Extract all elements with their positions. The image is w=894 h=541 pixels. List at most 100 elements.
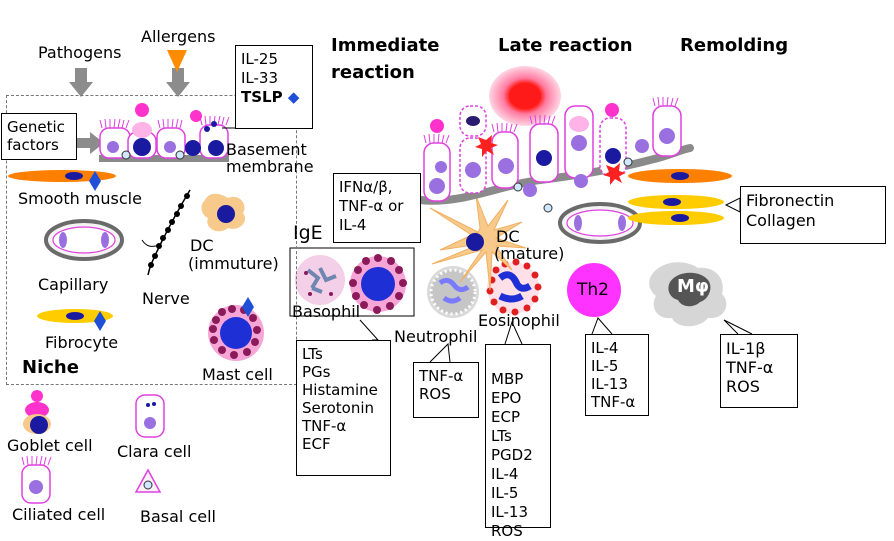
th2-callout-pointer <box>591 317 613 335</box>
th2-mediator: TNF-α <box>591 393 636 411</box>
ciliated-legend-icon <box>21 455 52 504</box>
eosinophil-mediator: PGD2 <box>491 446 533 464</box>
eosinophil-mediator: IL-4 <box>491 465 519 483</box>
fibronectin-line2: Collagen <box>746 211 816 230</box>
basophil-mediators-box: LTs PGs Histamine Serotonin TNF-α ECF <box>296 340 391 476</box>
basophil-mediator: TNF-α <box>302 417 347 435</box>
cytokine-il25: IL-25 <box>241 50 279 68</box>
dc-mature-cell <box>429 195 527 291</box>
ifn-line2: TNF-α or <box>339 197 404 215</box>
ige-label: IgE <box>293 222 323 244</box>
ifn-box: IFNα/β, TNF-α or IL-4 <box>333 173 421 243</box>
ciliated-cell-label: Ciliated cell <box>12 505 106 524</box>
cytokine-tslp: TSLP <box>241 88 283 106</box>
right-epithelium <box>416 96 694 213</box>
th2-mediator: IL-13 <box>591 375 629 393</box>
genetic-factors-box: Genetic factors <box>1 113 77 160</box>
clara-legend-icon <box>135 394 165 438</box>
basophil-mediator: Serotonin <box>302 399 375 417</box>
ifn-line3: IL-4 <box>339 216 367 234</box>
mast-cell <box>208 297 264 361</box>
macrophage-mediator: ROS <box>726 377 760 396</box>
smooth-muscle-label: Smooth muscle <box>18 189 142 208</box>
neutrophil-mediators-box: TNF-α ROS <box>413 362 479 418</box>
basophil-mediator: Histamine <box>302 381 378 399</box>
allergens-arrow <box>167 50 187 72</box>
neutrophil-callout-pointer <box>429 342 451 363</box>
macrophage-mediators-box: IL-1β TNF-α ROS <box>720 334 798 408</box>
basophil-mediator: ECF <box>302 435 331 453</box>
cytokine-box: IL-25 IL-33 TSLP ◆ <box>235 45 313 129</box>
th2-cell <box>567 263 621 317</box>
dc-immature-label-line2: (immuture) <box>188 254 279 273</box>
neutrophil-mediator: ROS <box>419 385 451 403</box>
neutrophil-cell <box>427 266 479 318</box>
header-late-reaction: Late reaction <box>498 35 633 56</box>
macrophage-mediator: TNF-α <box>726 358 774 377</box>
header-remolding: Remolding <box>680 35 789 56</box>
capillary <box>44 219 124 261</box>
fibronectin-callout-pointer <box>724 197 741 213</box>
genetic-line2: factors <box>7 136 59 154</box>
genetic-arrow <box>76 132 104 154</box>
neutrophil-label: Neutrophil <box>394 327 478 346</box>
basophil-cells <box>292 252 407 314</box>
eosinophil-cell <box>486 258 542 316</box>
basophil-label: Basophil <box>292 302 361 321</box>
nerve-fiber <box>141 189 191 276</box>
capillary-right <box>558 202 642 244</box>
pathogens-arrow-left <box>69 68 93 97</box>
eosinophil-mediator: IL-5 <box>491 484 519 502</box>
cytokine-il33: IL-33 <box>241 69 279 87</box>
goblet-legend-icon <box>23 390 51 434</box>
neutrophil-mediator: TNF-α <box>419 367 464 385</box>
basophil-frame <box>289 247 415 317</box>
dc-immature-cell <box>201 193 246 232</box>
mast-cell-label: Mast cell <box>202 365 273 384</box>
basal-legend-icon <box>134 468 162 493</box>
macrophage-cell <box>649 262 727 327</box>
diamond-icon: ◆ <box>287 88 300 106</box>
eosinophil-mediator: IL-13 <box>491 503 529 521</box>
basal-cell-label: Basal cell <box>140 507 216 526</box>
goblet-cell-label: Goblet cell <box>7 436 93 455</box>
smooth-muscle-cell <box>8 170 116 191</box>
basement-label-line1: Basement <box>226 140 307 159</box>
basophil-mediator: LTs <box>302 345 323 363</box>
dc-mature-label-line1: DC <box>496 227 520 246</box>
clara-cell-label: Clara cell <box>117 442 192 461</box>
th2-label: Th2 <box>577 280 609 300</box>
eosinophil-mediator: LTs <box>491 427 512 445</box>
genetic-line1: Genetic <box>7 118 65 136</box>
pathogens-arrow-right <box>166 68 190 97</box>
niche-region <box>6 95 297 385</box>
fibrocytes-right <box>628 195 724 225</box>
inflammation-focus <box>489 66 561 126</box>
basophil-mediator: PGs <box>302 363 331 381</box>
macrophage-callout-pointer <box>723 319 753 335</box>
niche-label: Niche <box>22 357 79 378</box>
fibronectin-line1: Fibronectin <box>746 191 835 210</box>
basophil-callout-pointer <box>359 319 380 341</box>
eosinophil-mediators-box: MBP EPO ECP LTs PGD2 IL-4 IL-5 IL-13 ROS <box>485 344 551 540</box>
allergens-label: Allergens <box>141 27 216 46</box>
macrophage-mediator: IL-1β <box>726 339 766 358</box>
dc-mature-label-line2: (mature) <box>494 244 565 263</box>
fibronectin-box: Fibronectin Collagen <box>740 186 886 244</box>
header-immediate-line2: reaction <box>331 62 415 83</box>
dc-immature-label-line1: DC <box>190 236 214 255</box>
ifn-line1: IFNα/β, <box>339 178 393 196</box>
capillary-label: Capillary <box>38 275 109 294</box>
th2-mediator: IL-4 <box>591 339 619 357</box>
basement-label-line2: membrane <box>226 157 314 176</box>
fibrocyte-cell <box>37 309 113 331</box>
header-immediate-line1: Immediate <box>331 35 440 56</box>
th2-mediators-box: IL-4 IL-5 IL-13 TNF-α <box>585 334 649 416</box>
eosinophil-label: Eosinophil <box>478 311 560 330</box>
eosinophil-mediator: MBP <box>491 370 524 388</box>
macrophage-label: Mφ <box>677 276 709 297</box>
pathogens-label: Pathogens <box>38 43 122 62</box>
nerve-label: Nerve <box>142 289 190 308</box>
left-epithelium <box>99 103 230 162</box>
th2-mediator: IL-5 <box>591 357 619 375</box>
